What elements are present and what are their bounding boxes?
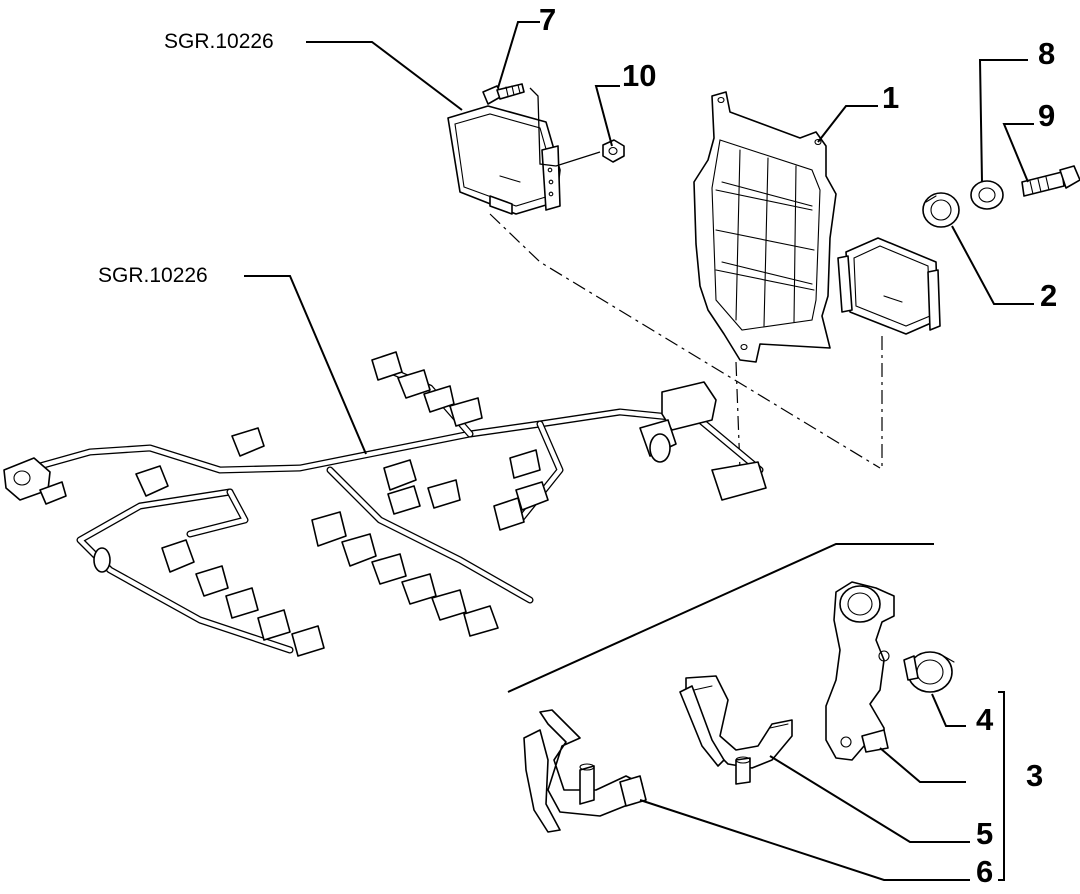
- leader-lines: [244, 21, 1034, 881]
- washer-8: [970, 180, 1004, 210]
- callout-1: 1: [882, 80, 899, 115]
- nut-10: [602, 139, 625, 163]
- callout-6: 6: [976, 854, 993, 889]
- callout-7: 7: [539, 2, 556, 37]
- screw-7: [482, 83, 525, 105]
- bracket-clip-3: [825, 581, 895, 761]
- callout-8: 8: [1038, 36, 1055, 71]
- ref-label-top: SGR.10226: [164, 30, 274, 53]
- callout-10: 10: [622, 58, 656, 93]
- clip-6: [523, 709, 647, 833]
- ref-label-middle: SGR.10226: [98, 264, 208, 287]
- bracket-plate-1: [693, 91, 837, 363]
- bolt-9: [1021, 165, 1080, 197]
- callout-5: 5: [976, 816, 993, 851]
- callout-4: 4: [976, 702, 994, 737]
- ecu-unit-right: [837, 237, 941, 335]
- clip-5: [679, 675, 793, 785]
- wiring-harness: [3, 351, 767, 657]
- section-divider: [507, 543, 934, 693]
- callout-9: 9: [1038, 98, 1055, 133]
- clip-4: [903, 651, 955, 693]
- callout-3: 3: [1026, 758, 1043, 793]
- callout-2: 2: [1040, 278, 1057, 313]
- ecu-unit-left: [447, 105, 561, 215]
- bushing-2: [922, 192, 960, 228]
